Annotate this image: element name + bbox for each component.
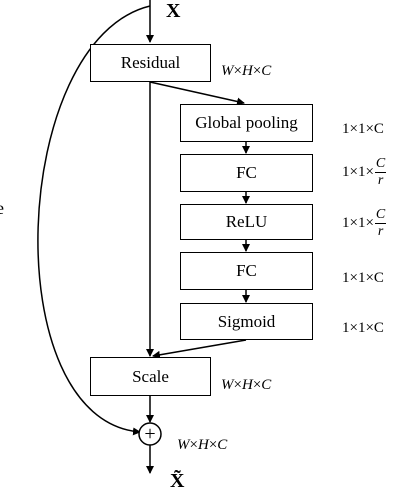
sigmoid-block: Sigmoid <box>180 303 313 340</box>
edge-sigmoid-to-scale <box>152 339 247 359</box>
sigmoid-label: Sigmoid <box>217 311 276 331</box>
scale-block: Scale <box>90 357 211 396</box>
global-pooling-dims: 1×1×C <box>342 121 384 137</box>
global-pooling-block: Global pooling <box>180 104 313 142</box>
sum-dims: W×H×C <box>177 437 228 453</box>
scale-dims: W×H×C <box>221 377 272 393</box>
sigmoid-dims: 1×1×C <box>342 320 384 336</box>
left-edge-fragment: e <box>0 198 4 219</box>
edge-residual-to-pooling <box>149 81 245 106</box>
fc1-label: FC <box>236 163 257 182</box>
residual-label: Residual <box>120 53 181 72</box>
relu-block: ReLU <box>180 204 313 240</box>
fc2-block: FC <box>180 252 313 290</box>
global-pooling-label: Global pooling <box>195 113 298 132</box>
fc2-dims: 1×1×C <box>342 270 384 286</box>
residual-block: Residual <box>90 44 211 82</box>
fc1-block: FC <box>180 154 313 192</box>
fc2-label: FC <box>236 261 257 280</box>
output-label: X̃ <box>170 470 185 492</box>
sum-symbol: + <box>144 423 156 445</box>
edge-identity-skip <box>37 5 151 436</box>
scale-label: Scale <box>132 366 169 386</box>
input-label: X <box>166 0 181 22</box>
relu-label: ReLU <box>225 212 268 231</box>
residual-dims: W×H×C <box>221 63 272 79</box>
